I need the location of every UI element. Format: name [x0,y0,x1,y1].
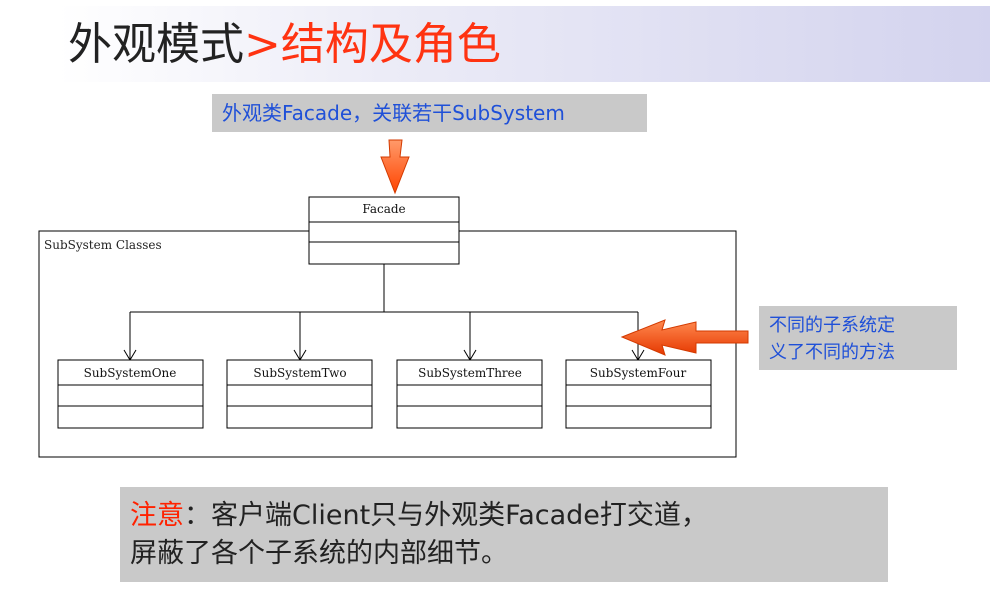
facade-callout: 外观类Facade，关联若干SubSystem [212,94,647,132]
left-arrow-icon [620,319,749,356]
title-accent: >结构及角色 [244,19,501,70]
facade-class: Facade [308,196,460,265]
subsystem-two-name: SubSystemTwo [253,366,346,380]
subsystem-callout-line1: 不同的子系统定 [769,315,895,336]
title-main: 外观模式 [68,19,244,70]
note-line-1: 注意：客户端Client只与外观类Facade打交道， [130,497,888,535]
subsystem-class-two: SubSystemTwo [226,359,373,429]
subsystem-four-name: SubSystemFour [590,366,687,380]
subsystem-one-name: SubSystemOne [84,366,177,380]
note-line-2: 屏蔽了各个子系统的内部细节。 [130,538,508,569]
subsystem-callout-line2: 义了不同的方法 [769,342,895,363]
subsystem-class-three: SubSystemThree [396,359,543,429]
facade-class-name: Facade [362,202,405,216]
subsystem-three-name: SubSystemThree [418,366,522,380]
subsystem-class-one: SubSystemOne [57,359,204,429]
note-box: 注意：客户端Client只与外观类Facade打交道， 屏蔽了各个子系统的内部细… [120,487,888,582]
down-arrow-icon [380,139,410,195]
subsystem-class-four: SubSystemFour [565,359,712,429]
association-lines [123,264,645,361]
subsystem-callout: 不同的子系统定 义了不同的方法 [759,306,957,370]
note-label: 注意 [130,500,184,531]
package-label: SubSystem Classes [44,238,162,252]
title-bar [58,6,990,82]
note-line1-text: ：客户端Client只与外观类Facade打交道， [184,500,708,531]
slide-title: 外观模式>结构及角色 [68,12,501,78]
